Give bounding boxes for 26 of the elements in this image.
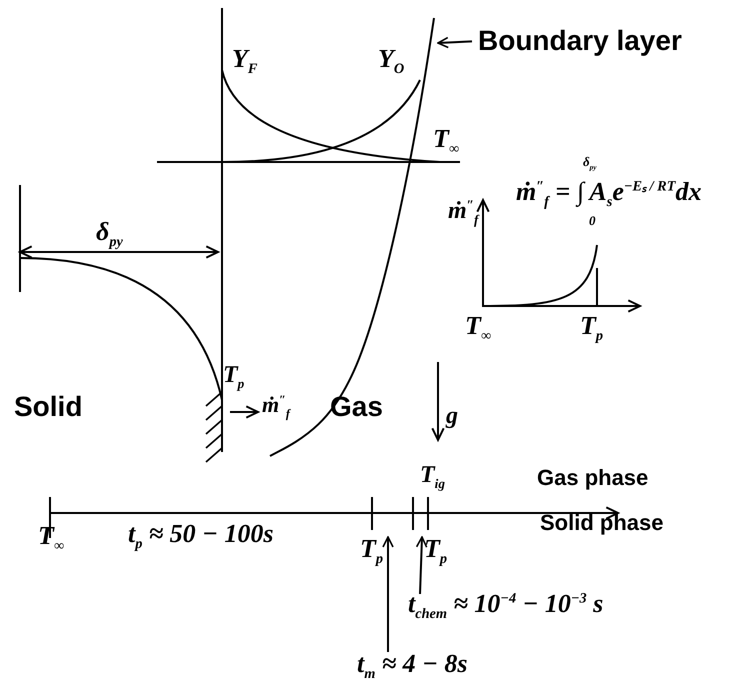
formula-text: T$_{p}$	[360, 535, 384, 568]
phase-label: Solid phase	[540, 511, 664, 536]
phase-label: Gas phase	[537, 466, 648, 490]
formula-text: t$_{chem}$ ≈ 10$^{−4}$ − 10$^{−3}$ s	[408, 590, 604, 623]
annotation-text: Boundary layer	[478, 26, 682, 57]
axis-label: T$_{p}$	[580, 312, 604, 345]
time-label: t$_{p}$ ≈ 50 − 100s	[128, 520, 274, 553]
temperature-label: T$_{ig}$	[420, 462, 445, 492]
arrow	[416, 536, 428, 594]
curve-label: Y$_{O}$	[378, 45, 404, 78]
temperature-label: T$_{∞}$	[38, 522, 64, 555]
temperature-label: T$_{p}$	[223, 362, 244, 392]
gravity-label: g	[446, 403, 458, 430]
dimension-label: δ$_{py}$	[96, 218, 123, 251]
formula-text: T$_{p}$	[424, 535, 448, 568]
curve-label: Y$_{F}$	[232, 45, 258, 78]
equation: ṁ$^{″}$$_{f}$ = ∫ A$_{s}$e$^{−Eₛ / RT}$dx	[516, 178, 702, 211]
temperature-label: T$_{∞}$	[433, 125, 460, 158]
region-label: Solid	[14, 392, 82, 423]
formula-text: t$_{m}$ ≈ 4 − 8s	[357, 650, 468, 683]
arrow	[437, 36, 472, 48]
arrow	[382, 536, 394, 652]
axis-label: T$_{∞}$	[465, 312, 492, 345]
integral-limit: 0	[589, 214, 596, 228]
region-label: Gas	[330, 392, 383, 423]
integral-limit: δ$_{py}$	[583, 155, 596, 172]
